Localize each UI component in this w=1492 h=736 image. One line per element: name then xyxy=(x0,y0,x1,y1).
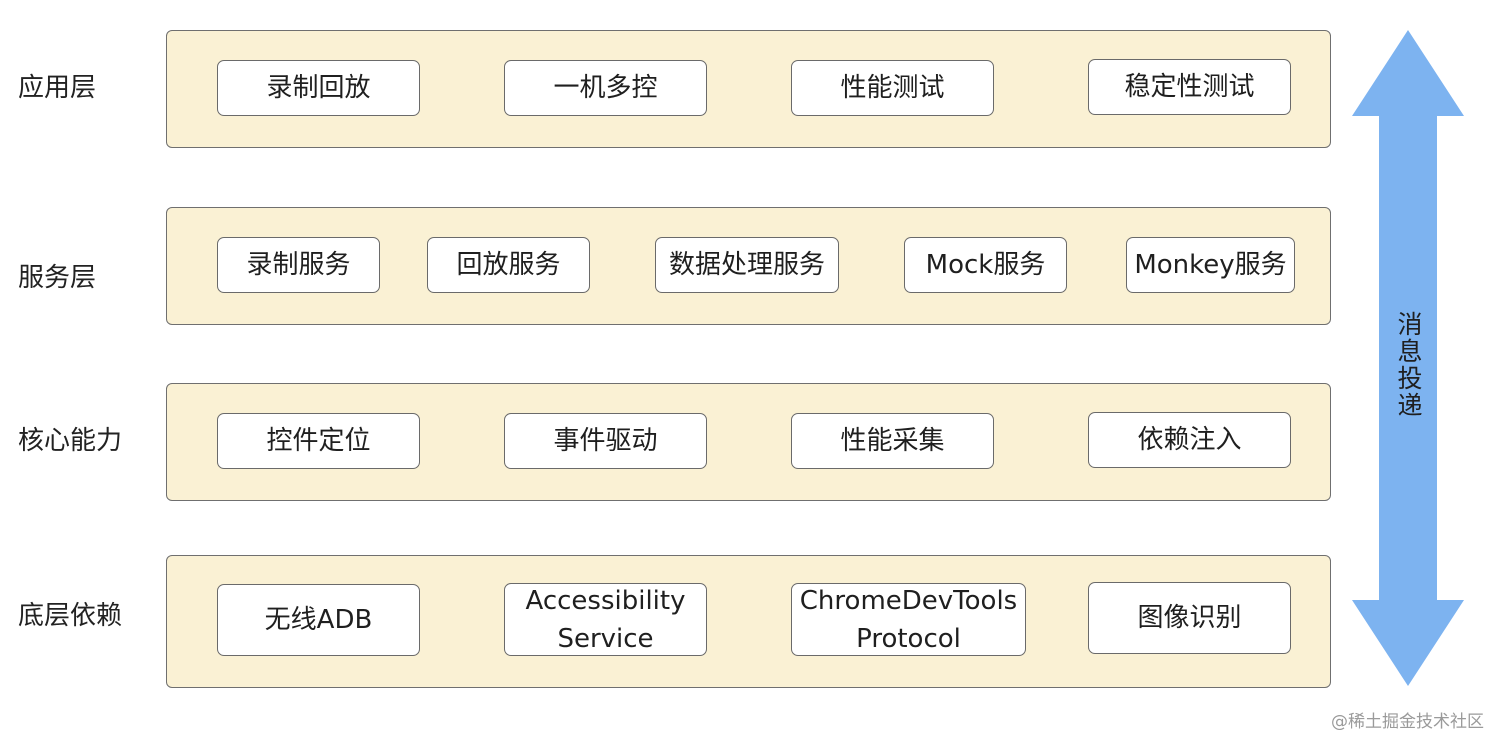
box-widget-locate: 控件定位 xyxy=(217,413,420,469)
box-image-recognition: 图像识别 xyxy=(1088,582,1291,654)
layer-label-core: 核心能力 xyxy=(18,426,123,456)
box-chrome-devtools-protocol: ChromeDevTools Protocol xyxy=(791,583,1026,656)
box-replay-service: 回放服务 xyxy=(427,237,590,293)
arrow-label: 消息投递 xyxy=(1394,311,1423,419)
box-data-processing-service: 数据处理服务 xyxy=(655,237,839,293)
box-dependency-injection: 依赖注入 xyxy=(1088,412,1291,468)
layer-label-service: 服务层 xyxy=(18,263,97,293)
layer-label-foundation: 底层依赖 xyxy=(18,601,123,631)
box-wireless-adb: 无线ADB xyxy=(217,584,420,656)
double-arrow-icon xyxy=(1352,30,1464,686)
box-monkey-service: Monkey服务 xyxy=(1126,237,1295,293)
watermark: @稀土掘金技术社区 xyxy=(1331,712,1484,732)
box-mock-service: Mock服务 xyxy=(904,237,1067,293)
box-accessibility-service: Accessibility Service xyxy=(504,583,707,656)
box-performance-test: 性能测试 xyxy=(791,60,994,116)
box-performance-collect: 性能采集 xyxy=(791,413,994,469)
box-record-service: 录制服务 xyxy=(217,237,380,293)
box-stability-test: 稳定性测试 xyxy=(1088,59,1291,115)
box-event-driven: 事件驱动 xyxy=(504,413,707,469)
box-record-replay: 录制回放 xyxy=(217,60,420,116)
box-multi-device-control: 一机多控 xyxy=(504,60,707,116)
layer-label-application: 应用层 xyxy=(18,73,97,103)
